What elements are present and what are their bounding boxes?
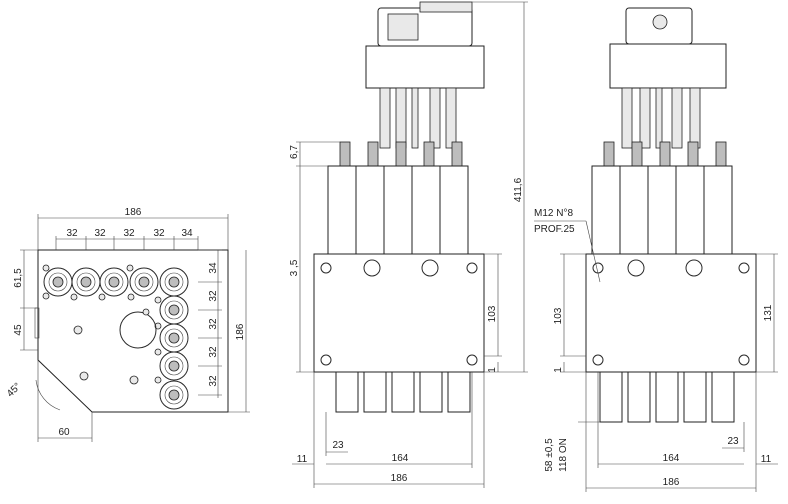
dim-plan-spacing: 32: [94, 228, 106, 239]
dim-side-pin-height: 58 ±0,5: [544, 438, 555, 472]
dim-side-right-margin: 11: [761, 454, 772, 465]
front-cable-gland: [387, 13, 419, 41]
dim-side-pin-height-alt: 118 ON: [558, 438, 569, 472]
plan-small-fittings: [42, 264, 162, 384]
side-rods: [621, 87, 701, 149]
dim-plan-spacing: 32: [153, 228, 165, 239]
dim-front-top-offset: 6,7: [289, 145, 300, 159]
front-mount-hole: [320, 262, 332, 274]
side-mount-hole: [738, 354, 750, 366]
side-mount-hole: [738, 262, 750, 274]
dim-plan-width: 186: [125, 207, 142, 218]
dim-side-block-height: 103: [553, 307, 564, 324]
dim-plan-spacing: 32: [123, 228, 135, 239]
front-outlets: [335, 371, 471, 413]
dim-front-total-height: 411,6: [513, 177, 524, 202]
front-fittings: [339, 141, 463, 167]
dim-side-base-offset: 23: [727, 436, 739, 447]
front-mount-hole: [320, 354, 332, 366]
label-port-thread: M12 N°8: [534, 208, 573, 219]
side-view: M12 N°8 PROF.25 103 1 131 58 ±0,5 118 ON…: [534, 7, 778, 492]
side-port: [627, 259, 645, 277]
front-rods: [379, 87, 457, 149]
dim-side-hole-span: 164: [663, 453, 680, 464]
dim-front-side-height: 3 ,5: [289, 259, 300, 276]
dim-front-hole-span: 164: [392, 453, 409, 464]
dim-plan-column: 34: [208, 262, 219, 274]
dim-plan-spacing: 32: [66, 228, 78, 239]
side-port: [685, 259, 703, 277]
plan-outline: [37, 249, 229, 413]
side-motor-body: [609, 43, 727, 89]
plan-hole: [79, 371, 89, 381]
dim-plan-column: 32: [208, 346, 219, 358]
side-mount-hole: [592, 354, 604, 366]
side-main-block: [585, 253, 757, 373]
label-port-depth: PROF.25: [534, 224, 575, 235]
side-cable-gland: [652, 14, 668, 30]
side-pump-elements: [591, 165, 733, 255]
plan-hole: [129, 375, 139, 385]
front-mount-hole: [466, 354, 478, 366]
dim-front-left-margin: 11: [297, 454, 308, 465]
dim-plan-column: 32: [208, 290, 219, 302]
plan-view: 186 32 32 32 32 34 34 32 32 32 32 186 61…: [5, 207, 250, 442]
front-port: [421, 259, 439, 277]
dim-front-width: 186: [391, 473, 408, 484]
front-port: [363, 259, 381, 277]
dim-side-width: 186: [663, 477, 680, 488]
dim-side-bottom-step: 1: [553, 367, 564, 373]
dim-plan-bottom: 60: [58, 427, 70, 438]
front-pump-elements: [327, 165, 469, 255]
dim-plan-column: 32: [208, 375, 219, 387]
dim-plan-left-lower: 45: [13, 324, 24, 336]
front-main-block: [313, 253, 485, 373]
dim-plan-spacing: 34: [181, 228, 193, 239]
plan-right-column: [159, 295, 189, 410]
side-outlets: [599, 371, 735, 423]
front-mount-hole: [466, 262, 478, 274]
dim-front-block-height: 103: [487, 305, 498, 322]
front-motor-body: [365, 45, 485, 89]
dim-plan-angle: 45°: [5, 381, 23, 399]
dim-side-total-height: 131: [763, 304, 774, 321]
dim-front-bottom-step: 1: [487, 367, 498, 373]
plan-hole: [73, 325, 83, 335]
dim-plan-column: 32: [208, 318, 219, 330]
plan-top-row: [43, 267, 189, 297]
front-motor-top: [419, 1, 473, 13]
plan-hole: [142, 308, 150, 316]
dim-front-base-offset: 23: [332, 440, 344, 451]
dim-plan-height: 186: [235, 323, 246, 340]
dim-plan-left-upper: 61,5: [13, 268, 24, 288]
plan-center-circle: [119, 311, 157, 349]
front-view: 6,7 3 ,5 411,6 103 1 23 11 164 186: [289, 1, 528, 488]
